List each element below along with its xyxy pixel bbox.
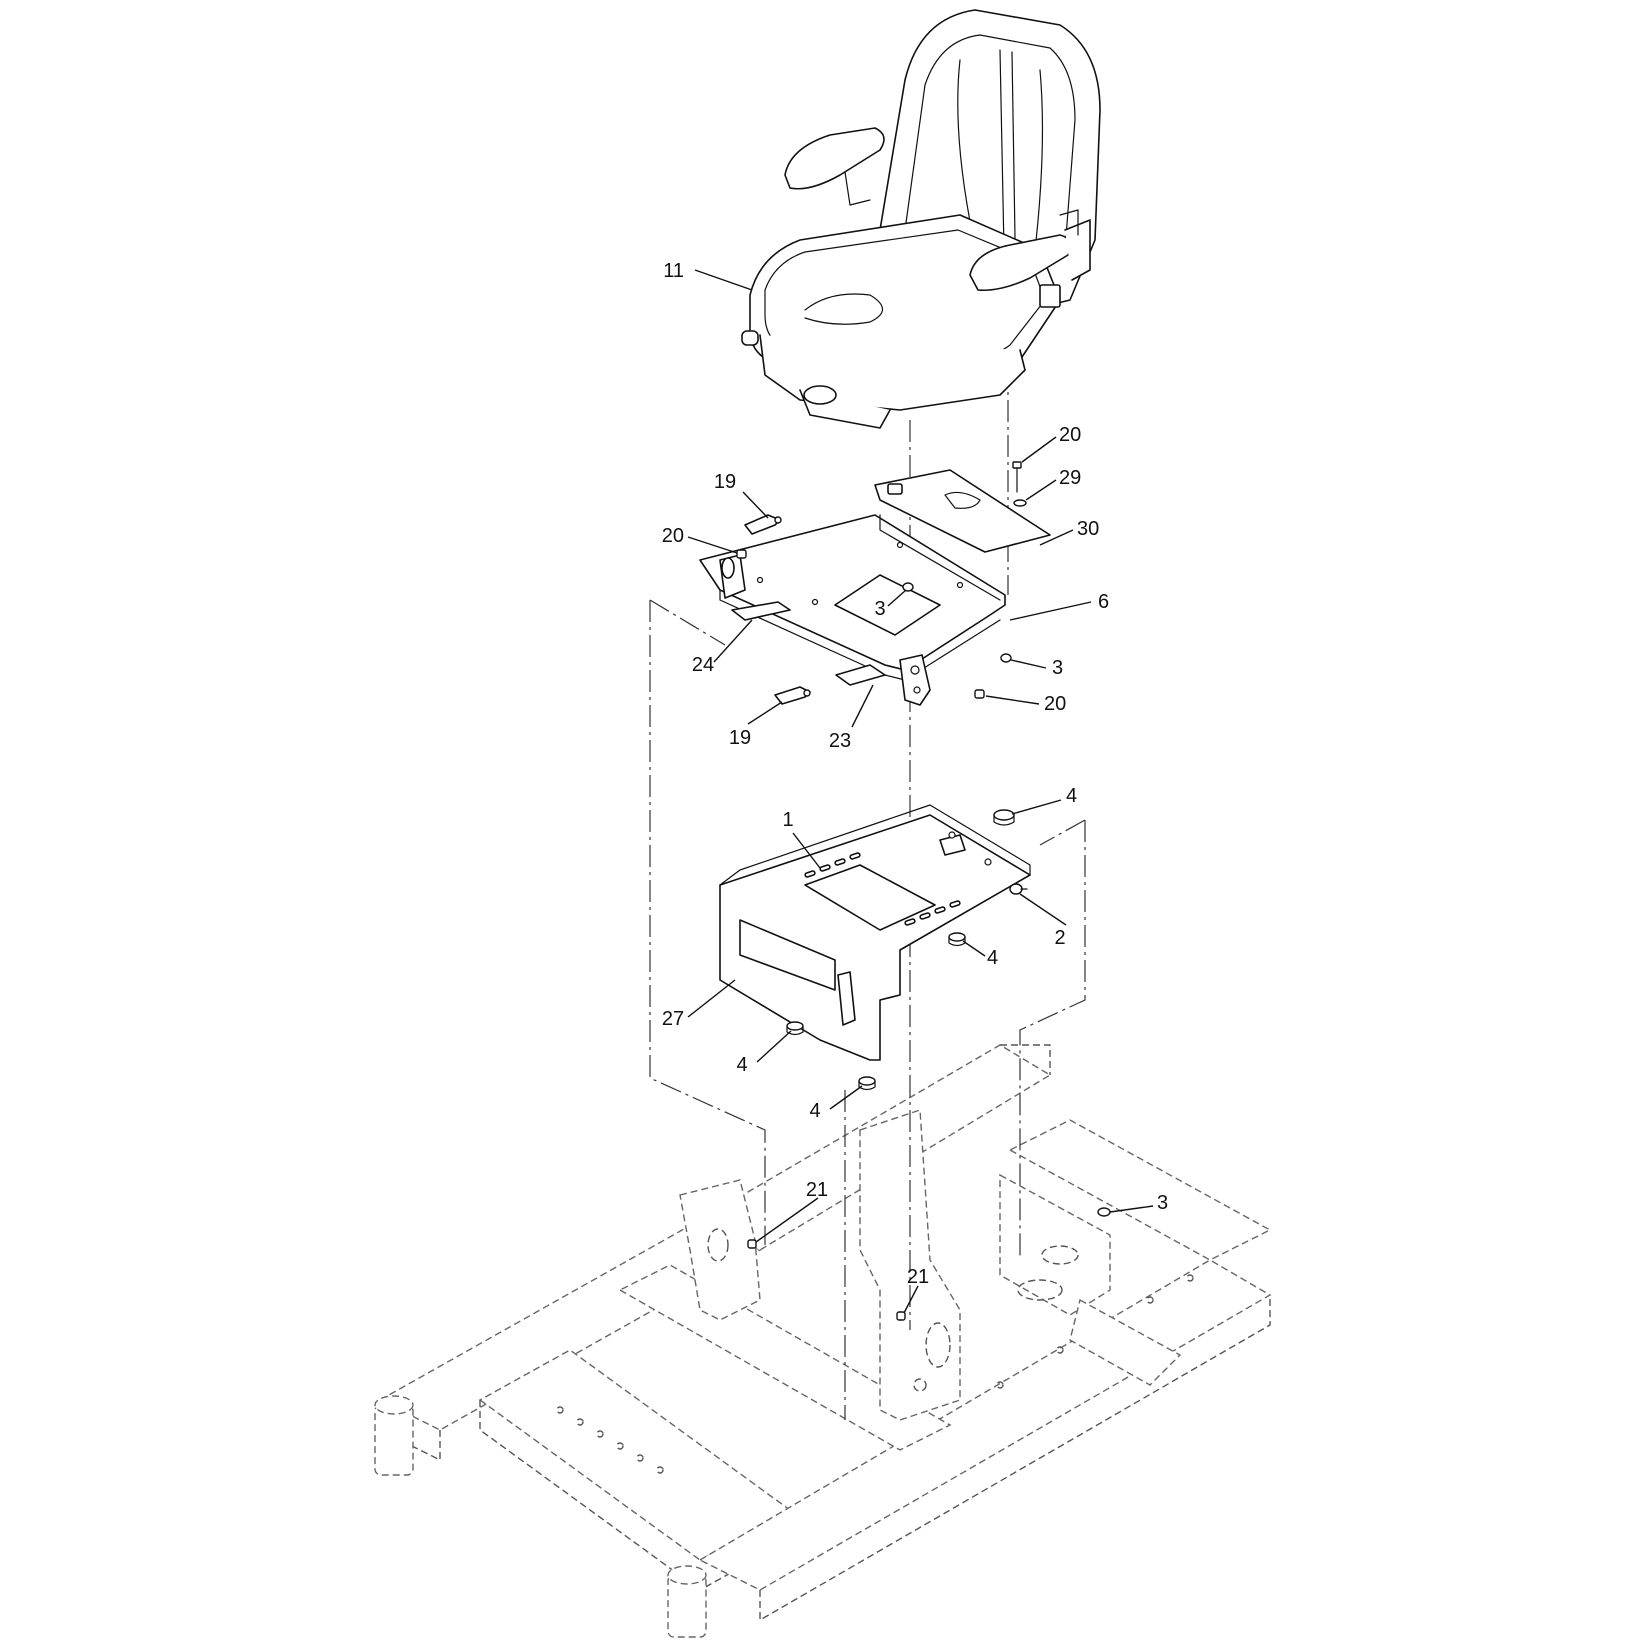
- callout-bumper-bottom: 4: [809, 1100, 820, 1122]
- callout-cable-tie-lower: 19: [729, 727, 751, 749]
- seat-assembly: [741, 9, 1101, 429]
- cable-tie-19-lower: [774, 686, 811, 705]
- callout-bumper-left: 4: [736, 1054, 747, 1076]
- washer-29: [1013, 499, 1027, 507]
- seat-plate-assembly: [699, 469, 1051, 706]
- cable-tie-19-upper: [744, 514, 782, 535]
- callout-washer: 29: [1059, 467, 1081, 489]
- callout-nut-frame-right: 3: [1157, 1192, 1168, 1214]
- bumper-4-bottom: [858, 1076, 876, 1091]
- hardware: [736, 461, 1111, 1321]
- screw-21-frame-left: [747, 1239, 757, 1249]
- callout-nut-center: 3: [874, 598, 885, 620]
- bumper-4-right: [948, 932, 966, 947]
- callout-bumper-top: 4: [1066, 785, 1077, 807]
- callout-bolt-top-right: 20: [1059, 424, 1081, 446]
- callout-seat: 11: [663, 260, 684, 282]
- callout-nut-right: 3: [1052, 657, 1063, 679]
- mower-frame: [374, 1044, 1272, 1638]
- callout-bumper-right: 4: [987, 947, 998, 969]
- seat-mount-assembly: [719, 804, 1031, 1061]
- bolt-20-lower-right: [974, 689, 985, 699]
- bumper-4-top: [993, 809, 1015, 826]
- nut-3-right: [1000, 653, 1012, 663]
- leader-lines: [687, 269, 1154, 1314]
- callout-bolt-upper-left: 20: [662, 525, 684, 547]
- bumper-4-left: [786, 1021, 804, 1036]
- callout-screw-frame-center: 21: [907, 1266, 929, 1288]
- callouts: 11 20 29 30 19 20 3 6 24 3 20 19 23 1 4 …: [662, 260, 1168, 1288]
- bolt-20-upper-left: [736, 549, 747, 559]
- bolt-20-top-right: [1012, 461, 1022, 493]
- callout-screw-frame-left: 21: [806, 1179, 828, 1201]
- callout-decal-center: 23: [829, 730, 851, 752]
- callout-cable-tie-upper: 19: [714, 471, 736, 493]
- callout-seat-plate: 6: [1098, 591, 1109, 613]
- callout-decal-left: 24: [692, 654, 714, 676]
- callout-bolt-lower-right: 20: [1044, 693, 1066, 715]
- callout-seat-mount: 1: [782, 809, 793, 831]
- nut-3-frame: [1097, 1207, 1111, 1217]
- screw-21-frame-center: [896, 1311, 906, 1321]
- callout-decal-front: 27: [662, 1008, 684, 1030]
- callout-plug: 2: [1054, 927, 1065, 949]
- nut-3-center: [902, 582, 914, 592]
- plug-2: [1009, 883, 1028, 895]
- callout-decal-plate: 30: [1077, 518, 1099, 540]
